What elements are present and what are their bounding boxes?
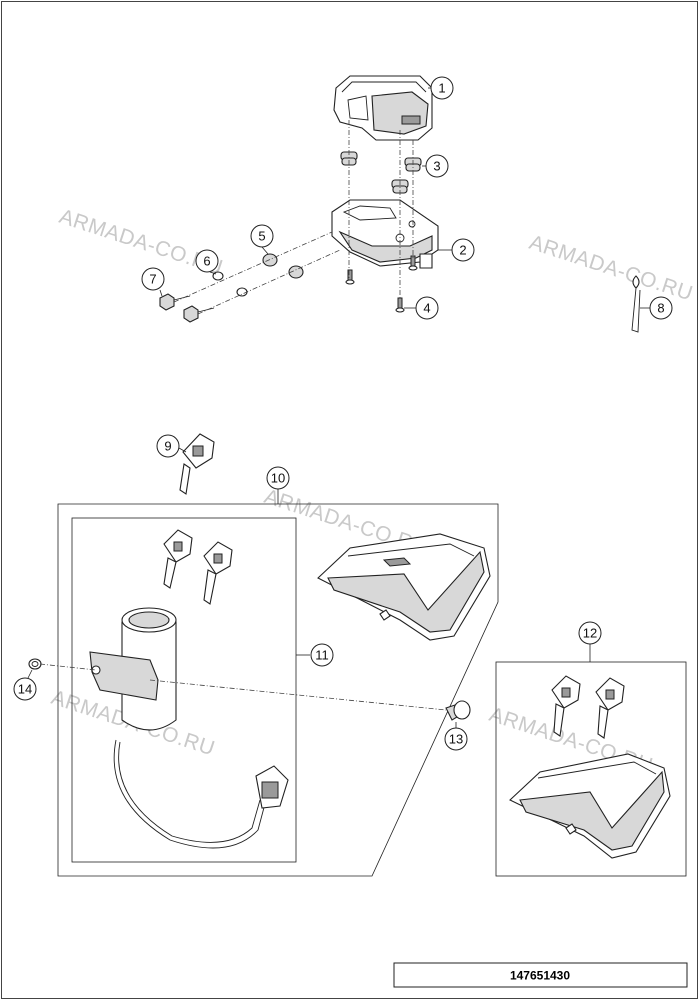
- callout-number: 10: [271, 471, 285, 486]
- dashboard-part: [333, 75, 433, 141]
- callout-number: 1: [438, 81, 445, 96]
- callout-9: 9: [156, 434, 187, 458]
- group-frame-11: [71, 517, 297, 863]
- callout-number: 14: [18, 682, 32, 697]
- callout-4: 4: [404, 296, 439, 320]
- lock-screw-part: [445, 700, 471, 721]
- callout-number: 8: [657, 301, 664, 316]
- callout-number: 3: [433, 159, 440, 174]
- assembly-lines-top: [173, 120, 414, 315]
- document-number: 147651430: [510, 969, 570, 983]
- watermark: ARMADA-CO.RU: [526, 231, 695, 306]
- callout-number: 12: [583, 626, 597, 641]
- bracket-part: [331, 199, 439, 269]
- callout-13: 13: [444, 722, 468, 751]
- document-number-box: 147651430: [393, 962, 688, 988]
- callout-12: 12: [578, 621, 602, 645]
- keys-pair-12: [551, 675, 625, 739]
- lock-cover-part: [317, 533, 491, 641]
- callout-10: 10: [266, 466, 290, 490]
- callout-7: 7: [141, 267, 165, 297]
- callout-number: 7: [149, 272, 156, 287]
- callout-number: 2: [459, 243, 466, 258]
- washer-part: [28, 658, 42, 670]
- callouts: 1 2 3 4 5 6 7: [13, 76, 673, 751]
- group-frame-12: [495, 661, 687, 877]
- callout-number: 6: [203, 254, 210, 269]
- callout-14: 14: [13, 669, 37, 701]
- group-frame-10: [57, 503, 499, 877]
- assembly-lines-bottom: [39, 663, 447, 711]
- keys-pair: [163, 529, 233, 605]
- callout-number: 11: [315, 648, 329, 663]
- key-part: [179, 433, 215, 495]
- callout-number: 5: [258, 229, 265, 244]
- callout-1: 1: [428, 76, 454, 100]
- ignition-lock-part: [89, 607, 289, 849]
- callout-2: 2: [438, 238, 475, 262]
- callout-8: 8: [640, 296, 673, 320]
- callout-6: 6: [195, 249, 219, 275]
- lock-cover-part-12: [509, 753, 671, 859]
- callout-number: 9: [164, 439, 171, 454]
- grommet-part: [340, 151, 422, 194]
- callout-5: 5: [250, 224, 274, 255]
- callout-11: 11: [310, 643, 334, 667]
- callout-number: 13: [449, 732, 463, 747]
- callout-3: 3: [422, 154, 449, 178]
- callout-number: 4: [423, 301, 430, 316]
- clip-part: [631, 275, 641, 333]
